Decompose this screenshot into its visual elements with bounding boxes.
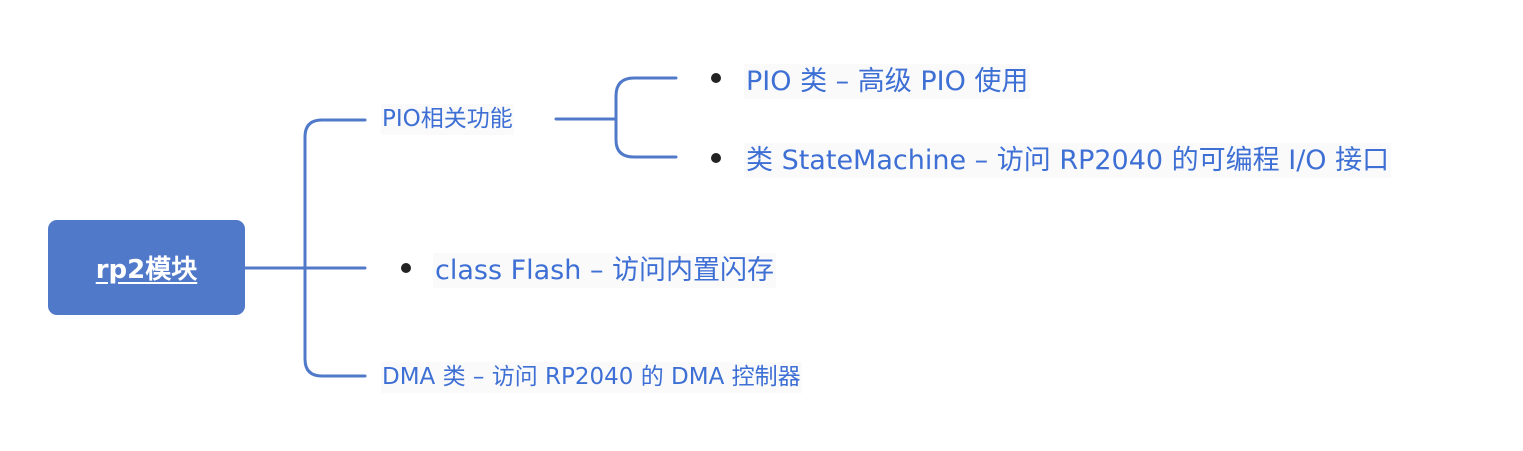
trunk-bottom [303,266,367,378]
bullet-icon [711,153,721,163]
bullet-icon [401,263,411,273]
sub-bracket-bottom [614,117,678,159]
child-pio-class[interactable]: PIO 类 – 高级 PIO 使用 [744,64,1031,99]
branch-dma-label[interactable]: DMA 类 – 访问 RP2040 的 DMA 控制器 [381,362,802,393]
bullet-icon [711,73,721,83]
trunk-top [303,118,367,270]
root-label: rp2模块 [95,255,198,285]
branch-pio-label[interactable]: PIO相关功能 [381,104,514,135]
sub-bracket-top [614,76,678,121]
root-node[interactable]: rp2模块 [48,220,245,315]
branch-flash-label[interactable]: class Flash – 访问内置闪存 [433,253,777,288]
child-statemachine-class[interactable]: 类 StateMachine – 访问 RP2040 的可编程 I/O 接口 [744,143,1392,178]
